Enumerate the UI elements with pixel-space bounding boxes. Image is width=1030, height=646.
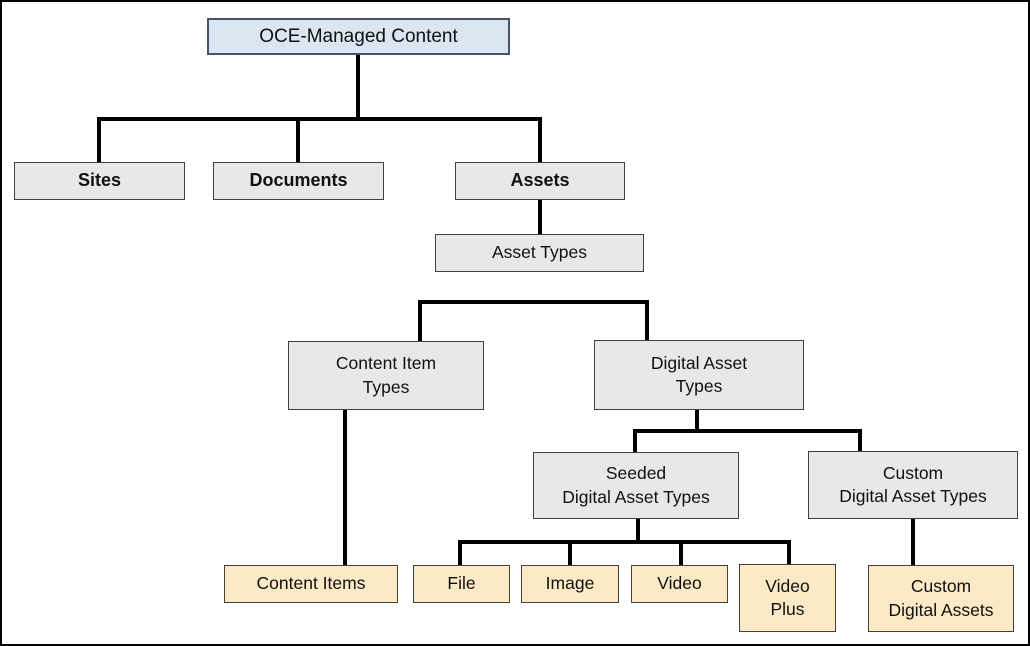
connector-types-bar [418,300,649,304]
node-video: Video [631,565,728,603]
connector-assets-drop [538,117,542,163]
connector-file-drop [458,540,462,565]
connector-assets-to-asset-types [538,200,542,234]
node-image: Image [521,565,619,603]
connector-video-plus-drop [787,540,791,564]
node-sites: Sites [14,162,185,200]
node-documents: Documents [213,162,384,200]
connector-oce-stem [356,55,360,119]
connector-documents-drop [296,117,300,163]
node-oce-managed-content: OCE-Managed Content [207,18,510,55]
connector-custom-digital-assets-stem [911,519,915,565]
node-file: File [413,565,510,603]
connector-sites-drop [97,117,101,163]
connector-level2-bar [97,117,542,121]
node-video-plus: Video Plus [739,564,836,632]
connector-seeded-stem [636,519,640,544]
node-seeded-digital-asset-types: Seeded Digital Asset Types [533,452,739,519]
connector-custom-drop [858,429,862,452]
node-custom-digital-asset-types: Custom Digital Asset Types [808,451,1018,519]
node-digital-asset-types: Digital Asset Types [594,340,804,410]
node-content-items: Content Items [224,565,398,603]
connector-seeded-custom-bar [633,429,862,433]
connector-content-items-stem [343,410,347,565]
node-assets: Assets [455,162,625,200]
connector-image-drop [568,540,572,565]
connector-seeded-drop [633,429,637,452]
connector-seeded-children-bar [458,540,791,544]
connector-content-item-types-drop [418,300,422,342]
node-content-item-types: Content Item Types [288,341,484,410]
node-asset-types: Asset Types [435,234,644,272]
connector-digital-asset-types-stem [695,410,699,433]
node-custom-digital-assets: Custom Digital Assets [868,565,1014,632]
connector-digital-asset-types-drop [645,300,649,341]
connector-video-drop [679,540,683,565]
